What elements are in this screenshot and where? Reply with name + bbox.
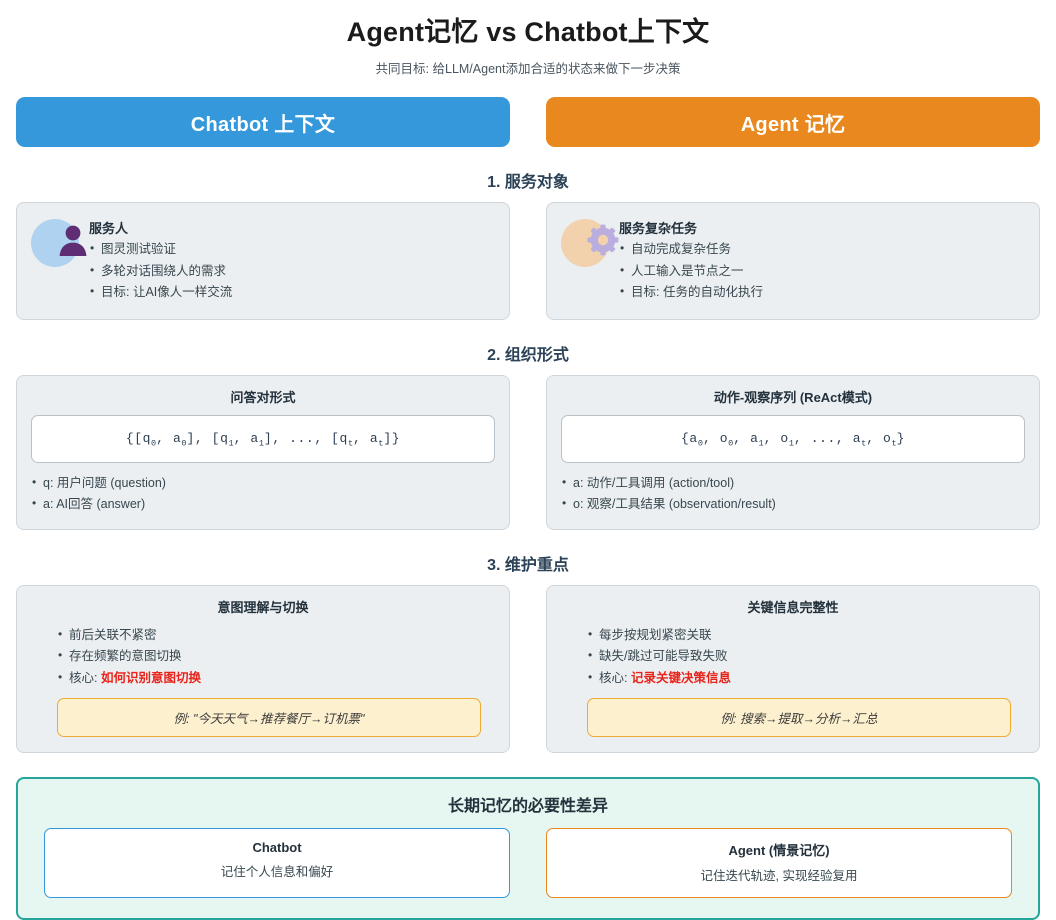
section-heading-3: 3. 维护重点 — [487, 556, 569, 574]
list-item: o: 观察/工具结果 (observation/result) — [561, 494, 1025, 516]
card-agent-structure: 动作-观察序列 (ReAct模式) {a0, o0, a1, o1, ..., … — [546, 375, 1040, 530]
example-box-chatbot: 例: "今天天气→推荐餐厅→订机票" — [57, 698, 481, 738]
column-header-agent: Agent 记忆 — [546, 97, 1040, 148]
bullet-list: a: 动作/工具调用 (action/tool) o: 观察/工具结果 (obs… — [561, 472, 1025, 516]
card-chatbot-audience: 服务人 图灵测试验证 多轮对话围绕人的需求 目标: 让AI像人一样交流 — [16, 202, 510, 321]
bullet-list: 图灵测试验证 多轮对话围绕人的需求 目标: 让AI像人一样交流 — [89, 238, 495, 304]
core-value: 记录关键决策信息 — [630, 670, 731, 685]
card-title: 服务人 — [89, 221, 129, 237]
example-box-agent: 例: 搜索→提取→分析→汇总 — [587, 698, 1011, 738]
panel-card-chatbot: Chatbot 记住个人信息和偏好 — [44, 828, 510, 899]
list-item: 缺失/跳过可能导致失败 — [587, 646, 1025, 668]
core-label: 核心: — [599, 670, 631, 685]
panel-title: 长期记忆的必要性差异 — [447, 798, 608, 816]
column-header-chatbot: Chatbot 上下文 — [16, 97, 510, 148]
list-item: 目标: 让AI像人一样交流 — [89, 281, 495, 304]
bullet-list: 前后关联不紧密 存在频繁的意图切换 核心: 如何识别意图切换 — [31, 624, 495, 690]
list-item: 图灵测试验证 — [89, 238, 495, 261]
section-1-row: 服务人 图灵测试验证 多轮对话围绕人的需求 目标: 让AI像人一样交流 — [16, 202, 1040, 321]
formula-box-agent: {a0, o0, a1, o1, ..., at, ot} — [561, 415, 1025, 463]
list-item-core: 核心: 记录关键决策信息 — [587, 667, 1025, 690]
card-agent-focus: 关键信息完整性 每步按规划紧密关联 缺失/跳过可能导致失败 核心: 记录关键决策… — [546, 584, 1040, 754]
card-body: 服务复杂任务 自动完成复杂任务 人工输入是节点之一 目标: 任务的自动化执行 — [619, 217, 1025, 304]
panel-row: Chatbot 记住个人信息和偏好 Agent (情景记忆) 记住迭代轨迹, 实… — [44, 828, 1012, 899]
bullet-list: 每步按规划紧密关联 缺失/跳过可能导致失败 核心: 记录关键决策信息 — [561, 624, 1025, 690]
list-item: 人工输入是节点之一 — [619, 260, 1025, 283]
list-item: 多轮对话围绕人的需求 — [89, 260, 495, 283]
page-title: Agent记忆 vs Chatbot上下文 — [346, 17, 710, 47]
list-item: 存在频繁的意图切换 — [57, 646, 495, 668]
formula-text: {a0, o0, a1, o1, ..., at, ot} — [681, 431, 905, 449]
list-item: 目标: 任务的自动化执行 — [619, 281, 1025, 304]
bullet-list: 自动完成复杂任务 人工输入是节点之一 目标: 任务的自动化执行 — [619, 238, 1025, 304]
page-subtitle: 共同目标: 给LLM/Agent添加合适的状态来做下一步决策 — [375, 62, 681, 77]
card-title: 意图理解与切换 — [217, 599, 309, 615]
card-title: 问答对形式 — [230, 390, 296, 406]
card-chatbot-focus: 意图理解与切换 前后关联不紧密 存在频繁的意图切换 核心: 如何识别意图切换 例… — [16, 584, 510, 754]
section-3-row: 意图理解与切换 前后关联不紧密 存在频繁的意图切换 核心: 如何识别意图切换 例… — [16, 584, 1040, 754]
formula-text: {[q0, a0], [q1, a1], ..., [qt, at]} — [125, 431, 401, 449]
card-chatbot-structure: 问答对形式 {[q0, a0], [q1, a1], ..., [qt, at]… — [16, 375, 510, 530]
list-item: 每步按规划紧密关联 — [587, 624, 1025, 647]
card-title: 动作-观察序列 (ReAct模式) — [713, 390, 873, 406]
panel-card-desc: 记住个人信息和偏好 — [220, 865, 334, 880]
card-body: 服务人 图灵测试验证 多轮对话围绕人的需求 目标: 让AI像人一样交流 — [89, 217, 495, 304]
list-item: a: 动作/工具调用 (action/tool) — [561, 472, 1025, 495]
list-item: a: AI回答 (answer) — [31, 494, 495, 516]
panel-card-desc: 记住迭代轨迹, 实现经验复用 — [700, 869, 858, 884]
long-term-memory-panel: 长期记忆的必要性差异 Chatbot 记住个人信息和偏好 Agent (情景记忆… — [16, 777, 1040, 920]
section-heading-2: 2. 组织形式 — [487, 347, 569, 365]
formula-box-chatbot: {[q0, a0], [q1, a1], ..., [qt, at]} — [31, 415, 495, 463]
person-icon — [59, 225, 87, 257]
card-title: 关键信息完整性 — [747, 599, 839, 615]
panel-card-title: Agent (情景记忆) — [728, 843, 830, 859]
column-headers: Chatbot 上下文 Agent 记忆 — [16, 97, 1040, 148]
list-item: q: 用户问题 (question) — [31, 472, 495, 495]
gear-icon — [587, 224, 619, 256]
panel-card-title: Chatbot — [252, 840, 302, 856]
bullet-list: q: 用户问题 (question) a: AI回答 (answer) — [31, 472, 495, 516]
card-agent-audience: 服务复杂任务 自动完成复杂任务 人工输入是节点之一 目标: 任务的自动化执行 — [546, 202, 1040, 321]
card-title: 服务复杂任务 — [619, 221, 698, 237]
core-label: 核心: — [69, 670, 101, 685]
core-value: 如何识别意图切换 — [100, 670, 201, 685]
section-2-row: 问答对形式 {[q0, a0], [q1, a1], ..., [qt, at]… — [16, 375, 1040, 530]
list-item-core: 核心: 如何识别意图切换 — [57, 667, 495, 690]
section-heading-1: 1. 服务对象 — [487, 174, 569, 192]
person-icon-wrap — [31, 219, 87, 271]
list-item: 前后关联不紧密 — [57, 624, 495, 647]
list-item: 自动完成复杂任务 — [619, 238, 1025, 261]
gear-icon-wrap — [561, 219, 619, 271]
panel-card-agent: Agent (情景记忆) 记住迭代轨迹, 实现经验复用 — [546, 828, 1012, 899]
